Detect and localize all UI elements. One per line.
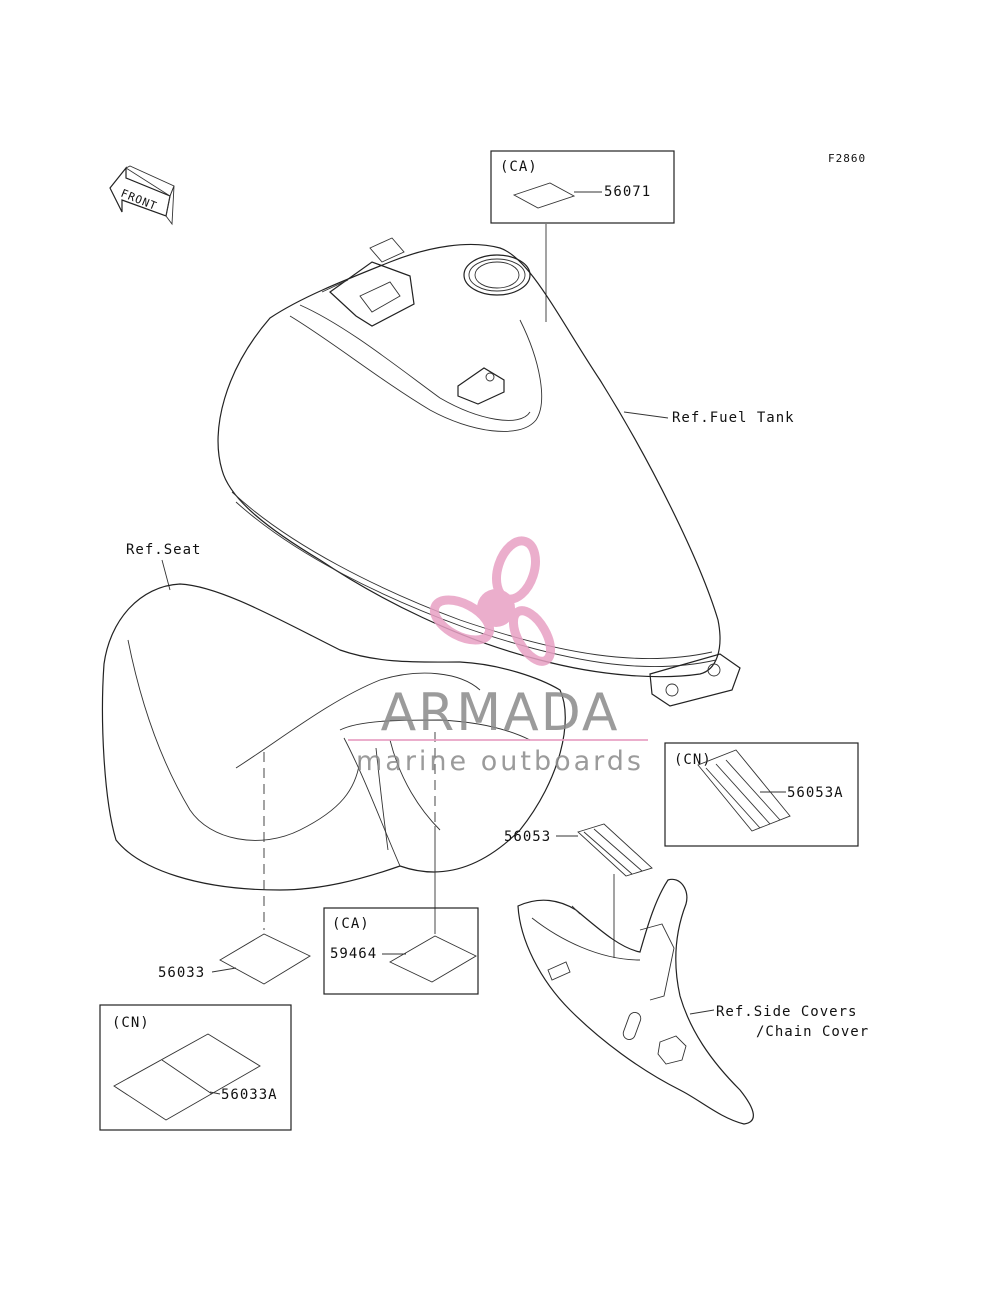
box-cn-right-part: 56053A: [787, 785, 844, 801]
box-ca-top-tag: (CA): [500, 159, 538, 175]
box-cn-right: (CN) 56053A: [664, 742, 859, 847]
watermark-brand: ARMADA: [381, 683, 620, 743]
decal-56053A-icon: [697, 749, 791, 832]
front-arrow-icon: FRONT: [109, 165, 175, 226]
part-56033: 56033: [158, 965, 205, 981]
watermark-tagline: marine outboards: [356, 746, 644, 777]
propeller-logo-icon: [429, 536, 556, 666]
side-cover-drawing: [517, 878, 754, 1125]
box-cn-right-tag: (CN): [674, 752, 712, 768]
box-ca-top-part: 56071: [604, 184, 651, 200]
box-ca-bottom-tag: (CA): [332, 916, 370, 932]
decal-56053-icon: [577, 823, 653, 877]
box-cn-bottom: (CN) 56033A: [99, 1004, 292, 1131]
callout-ref-seat: Ref.Seat: [126, 542, 201, 558]
decal-59464-icon: [389, 935, 477, 983]
figure-code: F2860: [828, 152, 866, 165]
part-56053: 56053: [504, 829, 551, 845]
decal-56033A-icon: [113, 1033, 261, 1121]
callout-ref-fuel-tank: Ref.Fuel Tank: [672, 410, 795, 426]
seat-drawing: [101, 583, 566, 891]
front-arrow-label: FRONT: [119, 187, 159, 213]
box-ca-bottom: (CA) 59464: [323, 907, 479, 995]
decal-56071-icon: [512, 182, 576, 209]
fuel-tank-drawing: [217, 237, 741, 707]
leader-side-covers: [689, 1009, 715, 1015]
armada-watermark: ARMADA marine outboards: [348, 536, 648, 777]
decal-56033-icon: [219, 933, 311, 985]
callout-ref-side-covers-2: /Chain Cover: [756, 1024, 869, 1040]
box-ca-top: (CA) 56071: [490, 150, 675, 224]
box-ca-bottom-part: 59464: [330, 946, 377, 962]
box-cn-bottom-part: 56033A: [221, 1087, 278, 1103]
leader-fuel-tank: [623, 411, 669, 419]
box-cn-bottom-tag: (CN): [112, 1015, 150, 1031]
callout-ref-side-covers-1: Ref.Side Covers: [716, 1004, 857, 1020]
